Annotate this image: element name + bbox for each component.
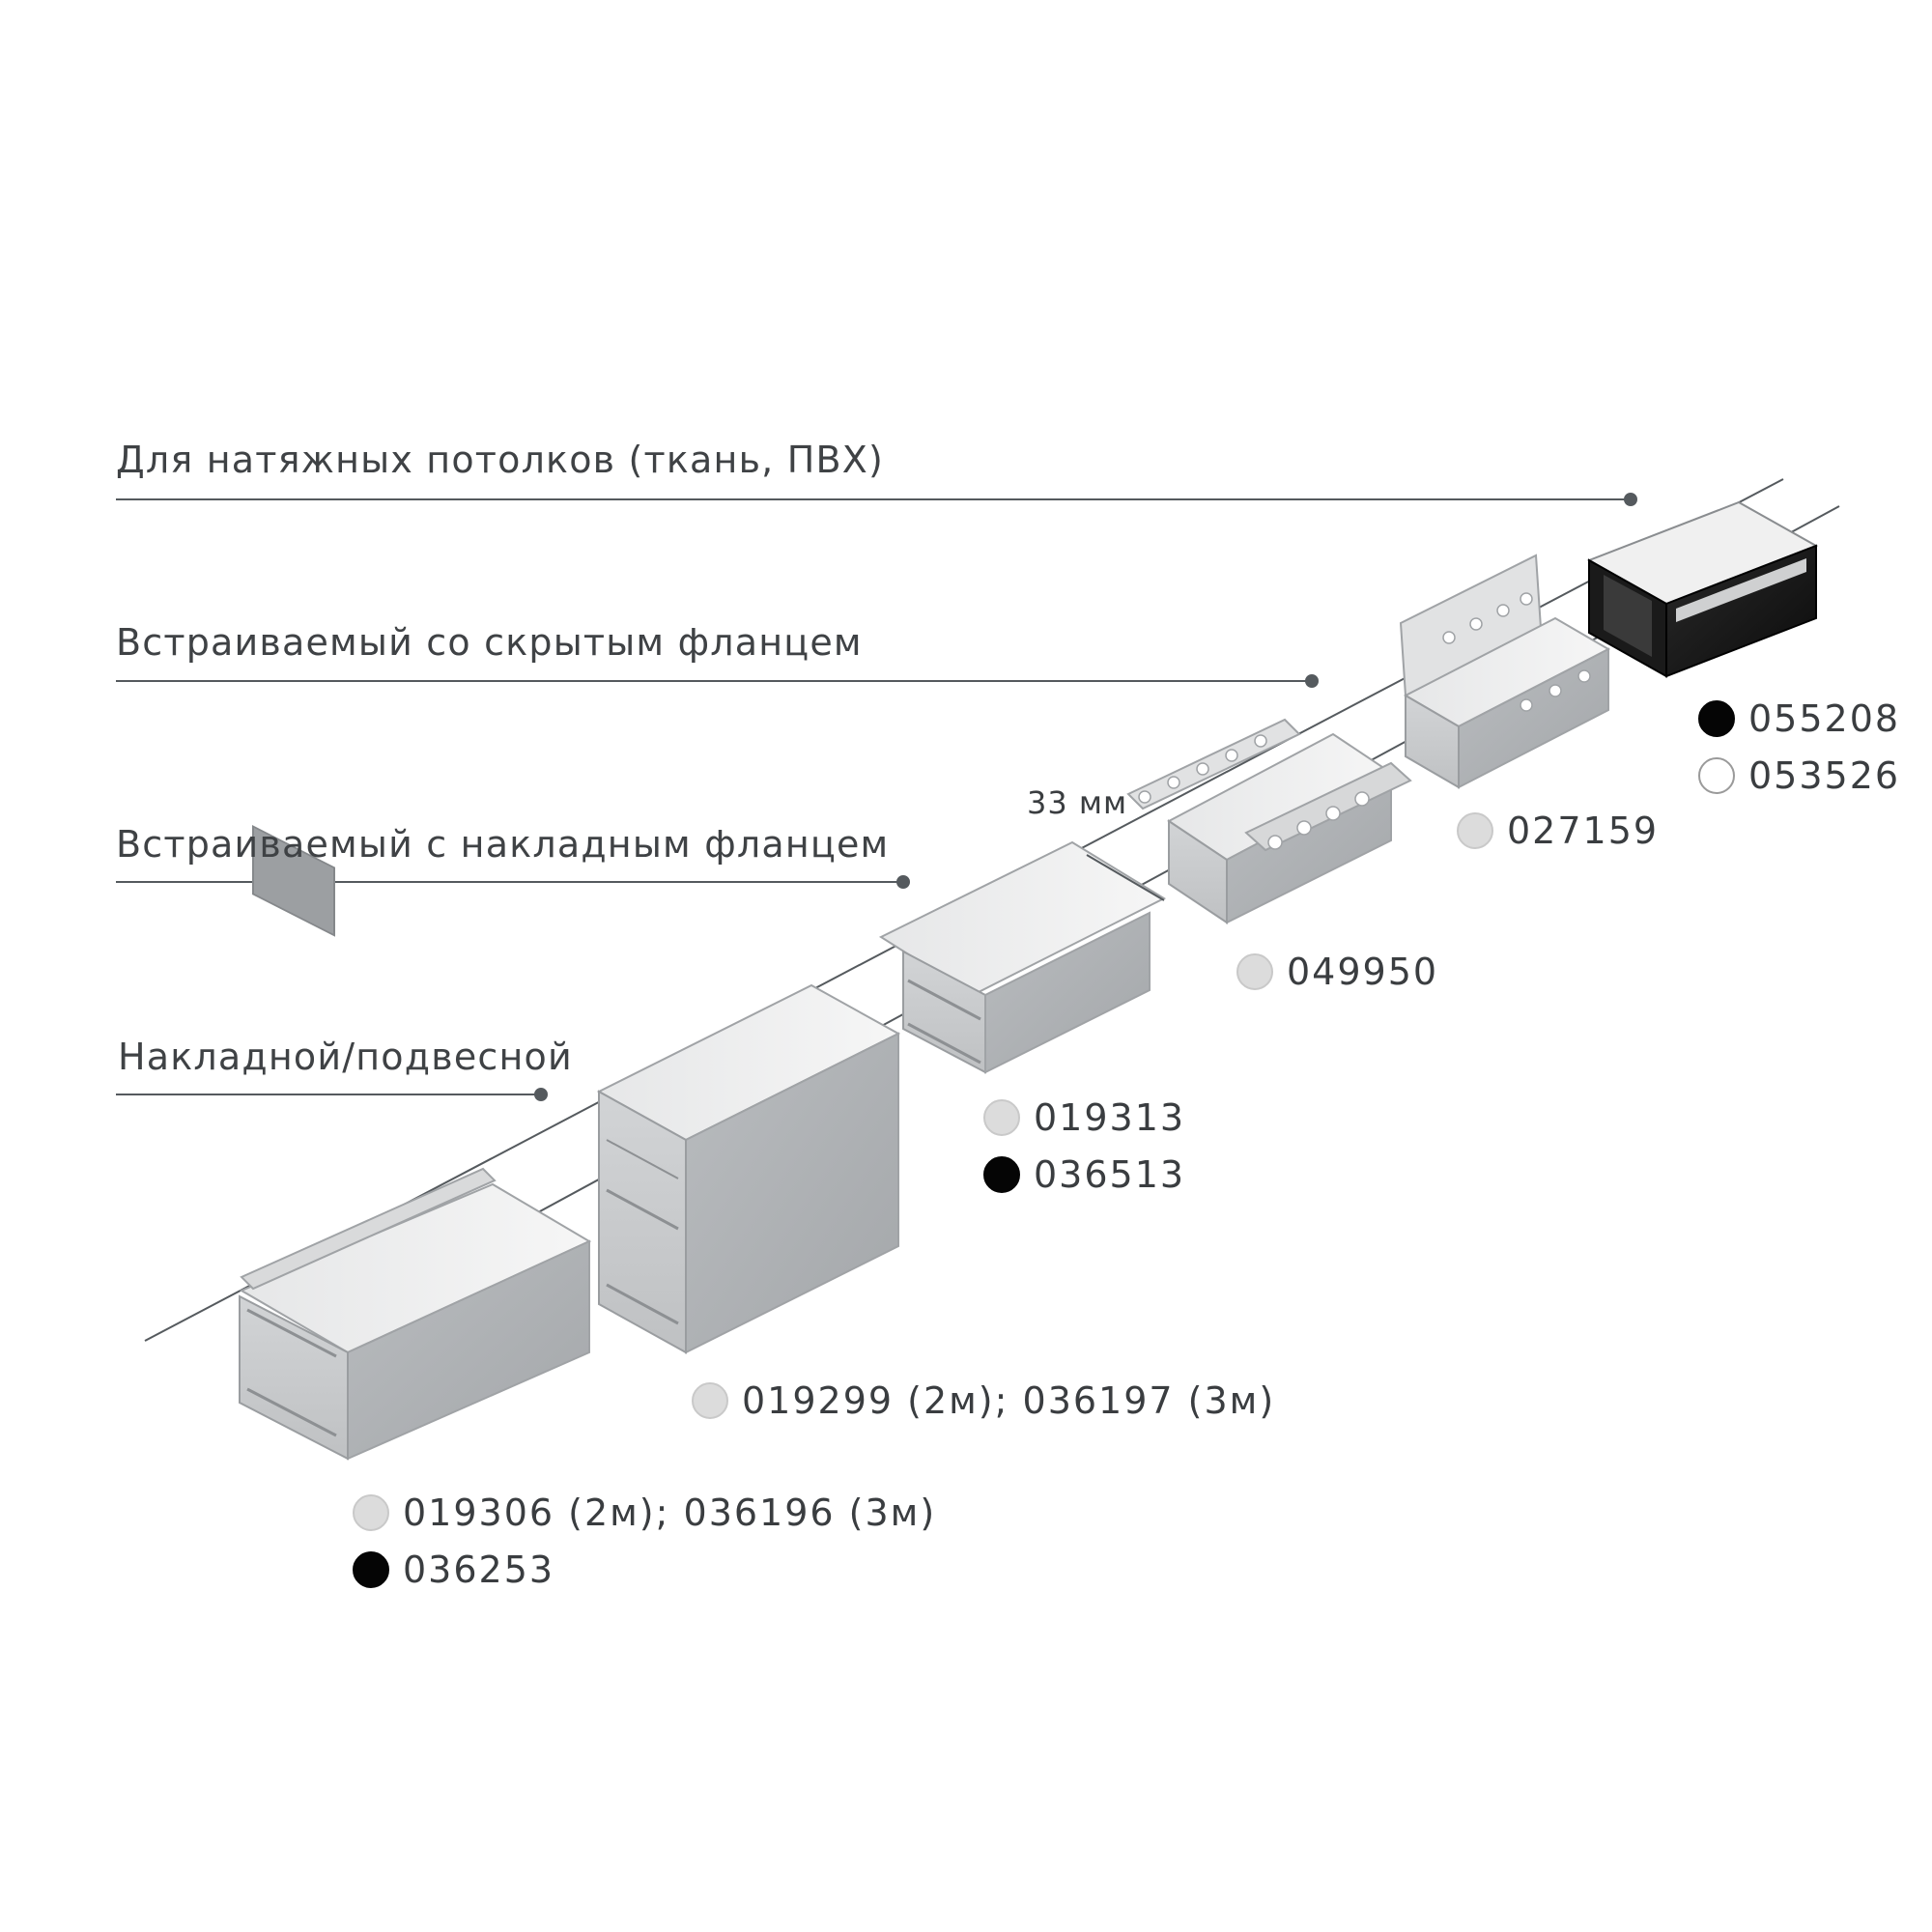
category-label-stretch-ceiling: Для натяжных потолков (ткань, ПВХ) [116,439,885,481]
color-swatch-silver [692,1382,728,1419]
product-code-row: 019306 (2м); 036196 (3м) [353,1492,936,1534]
product-code: 027159 [1507,810,1660,852]
color-swatch-silver [1236,953,1273,990]
profile-019299 [596,983,901,1354]
product-code: 019299 (2м); 036197 (3м) [742,1379,1276,1422]
profile-049950 [1126,718,1412,924]
product-code-row: 036253 [353,1548,554,1591]
product-code-row: 019313 [983,1096,1185,1139]
product-code-row: 055208 [1698,697,1900,740]
dimension-label: 33 мм [1027,784,1128,821]
color-swatch-black [983,1156,1020,1193]
profile-019306 [239,824,592,1461]
product-code: 036513 [1034,1153,1186,1196]
product-code: 019313 [1034,1096,1186,1139]
color-swatch-black [353,1551,389,1588]
color-swatch-white [1698,757,1735,794]
profile-055208 [1586,500,1819,678]
product-code-row: 027159 [1457,810,1659,852]
product-code: 019306 (2м); 036196 (3м) [403,1492,937,1534]
leader-dot [896,875,910,889]
product-code: 036253 [403,1548,555,1591]
product-code: 053526 [1748,754,1901,797]
product-code-row: 019299 (2м); 036197 (3м) [692,1379,1275,1422]
category-label-surface-suspended: Накладной/подвесной [118,1036,573,1078]
color-swatch-silver [353,1494,389,1531]
perforation-holes [1138,734,1370,850]
category-lines [116,493,1637,1101]
profile-channel [252,824,335,937]
product-code-row: 036513 [983,1153,1185,1196]
leader-dot [534,1088,548,1101]
profile-027159 [1399,554,1611,789]
color-swatch-black [1698,700,1735,737]
product-code: 055208 [1748,697,1901,740]
profile-019313 [878,840,1167,1074]
leader-dot [1305,674,1319,688]
dimension-33mm-marker [1086,854,1165,901]
product-code-row: 049950 [1236,951,1438,993]
product-code-row: 053526 [1698,754,1900,797]
category-label-overlay-flange: Встраиваемый с накладным фланцем [116,823,890,866]
color-swatch-silver [1457,812,1493,849]
color-swatch-silver [983,1099,1020,1136]
product-code: 049950 [1287,951,1439,993]
category-label-hidden-flange: Встраиваемый со скрытым фланцем [116,621,863,664]
leader-dot [1624,493,1637,506]
